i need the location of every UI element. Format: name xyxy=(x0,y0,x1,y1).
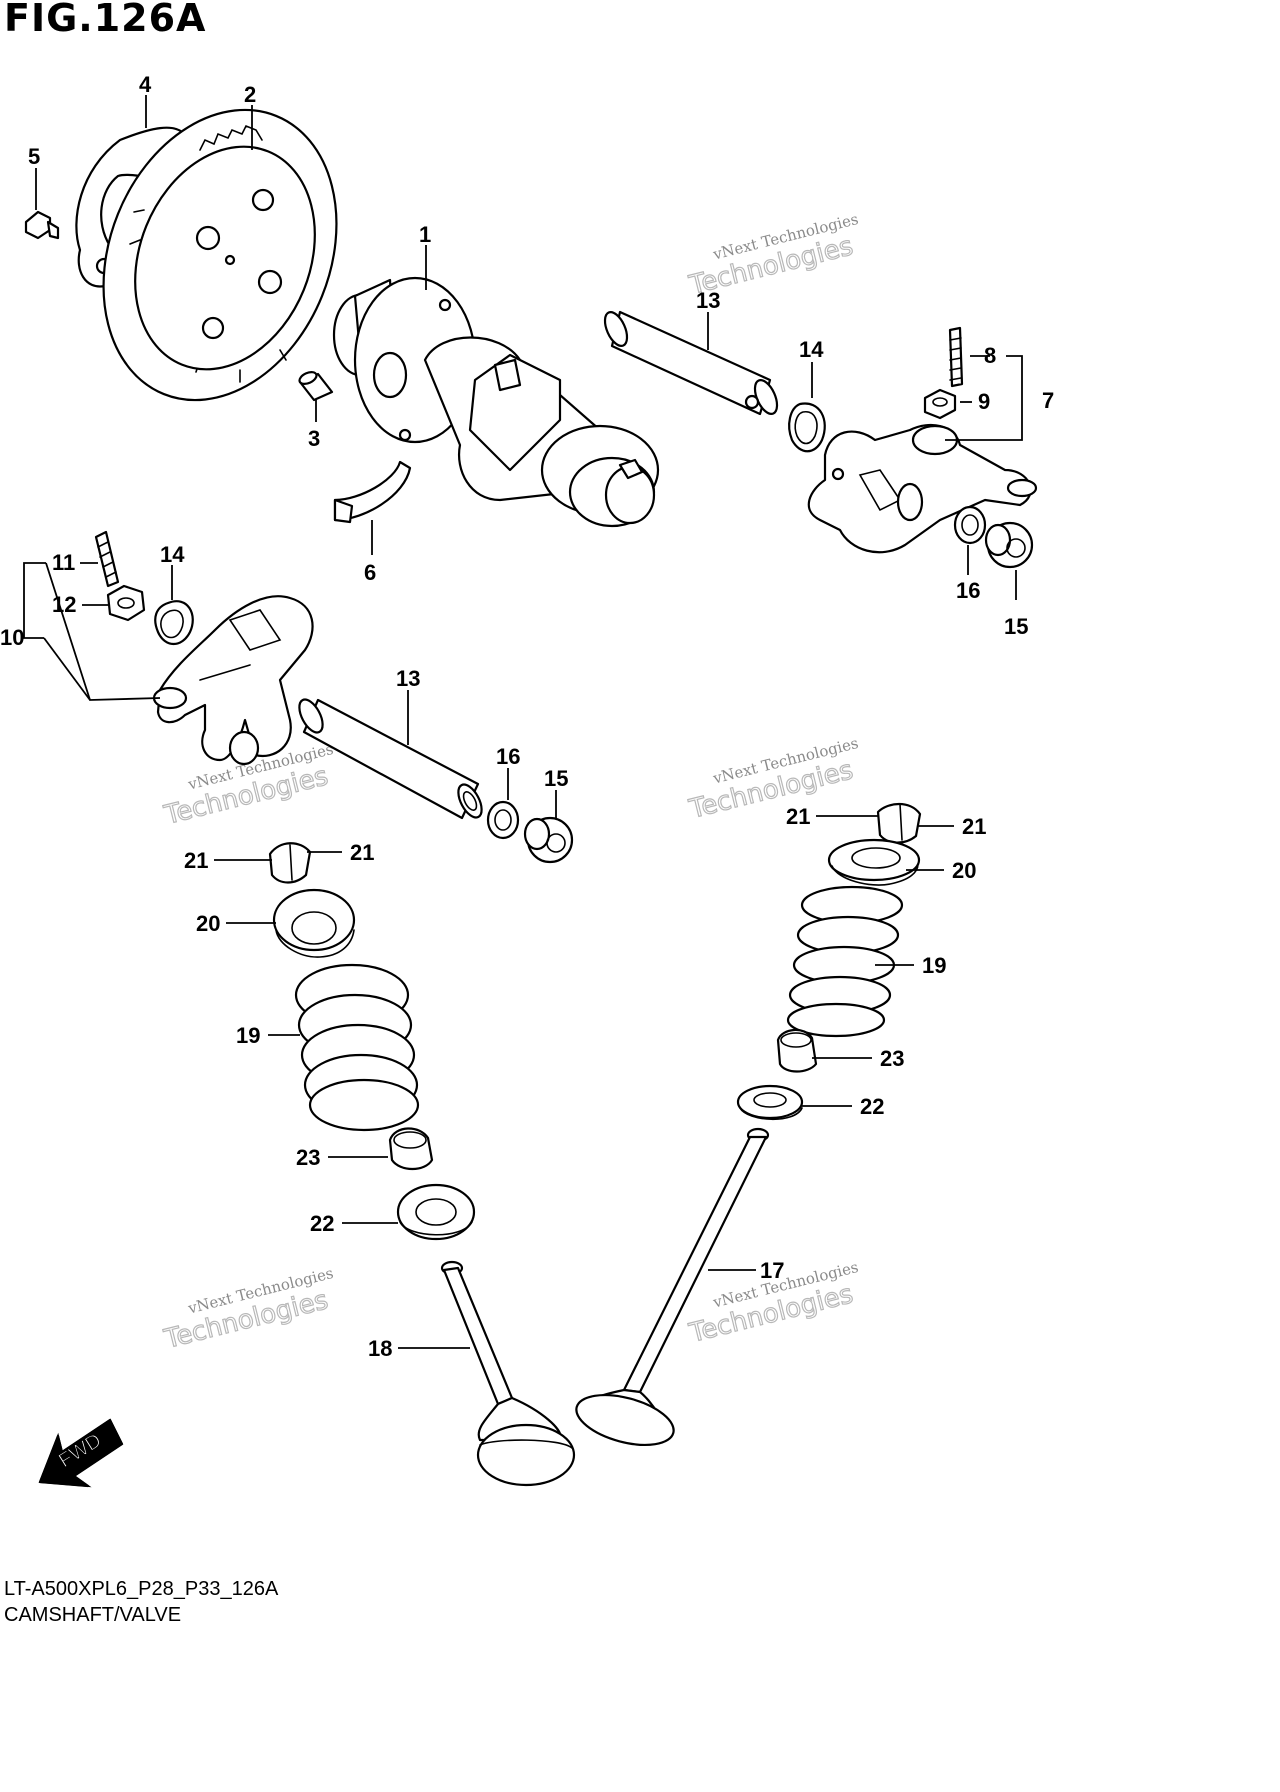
callout-3: 3 xyxy=(308,426,320,451)
part-cotter-21-right xyxy=(876,802,922,844)
callout-17: 17 xyxy=(760,1258,784,1283)
part-spring-seat-22-right xyxy=(736,1084,804,1120)
watermark-bottom-left: vNext Technologies Technologies xyxy=(160,1264,335,1356)
callout-20-right: 20 xyxy=(952,858,976,883)
callout-1: 1 xyxy=(419,222,431,247)
callout-19-right: 19 xyxy=(922,953,946,978)
callout-21-right-a: 21 xyxy=(786,804,810,829)
part-plug-bolt-15-upper xyxy=(984,521,1034,569)
callout-4: 4 xyxy=(139,72,152,97)
part-valve-spring-19-right xyxy=(786,885,904,1038)
callout-14-lower: 14 xyxy=(160,542,185,567)
part-valve-spring-19-left xyxy=(294,963,420,1132)
part-valve-18-exhaust xyxy=(440,1260,576,1487)
callout-15-lower: 15 xyxy=(544,766,568,791)
figure-title: FIG.126A xyxy=(4,0,207,40)
callout-8: 8 xyxy=(984,343,996,368)
callout-21-left-a: 21 xyxy=(184,848,208,873)
callout-16-upper: 16 xyxy=(956,578,980,603)
part-rocker-arm-7 xyxy=(807,423,1038,554)
part-valve-seal-23-right xyxy=(776,1028,818,1073)
callout-14-upper: 14 xyxy=(799,337,824,362)
callout-21-right-b: 21 xyxy=(962,814,986,839)
part-lock-nut-9 xyxy=(923,388,957,420)
part-washer-16-upper xyxy=(953,505,987,545)
callout-23-left: 23 xyxy=(296,1145,320,1170)
callout-15-upper: 15 xyxy=(1004,614,1028,639)
part-cotter-21-left xyxy=(268,842,312,884)
part-lock-nut-12 xyxy=(106,584,146,622)
callout-10: 10 xyxy=(0,625,24,650)
callout-11: 11 xyxy=(52,550,75,575)
part-valve-seal-23-left xyxy=(388,1127,434,1171)
callout-16-lower: 16 xyxy=(496,744,520,769)
part-o-ring-14-upper xyxy=(788,402,826,453)
part-spring-retainer-20-right xyxy=(827,838,921,886)
part-o-ring-14-lower xyxy=(154,600,194,646)
callout-22-right: 22 xyxy=(860,1094,884,1119)
part-plug-bolt-15-lower xyxy=(523,816,574,864)
part-rocker-arm-10 xyxy=(152,595,314,766)
callout-19-left: 19 xyxy=(236,1023,260,1048)
part-spring-retainer-20-left xyxy=(272,888,356,958)
part-washer-16-lower xyxy=(486,800,520,840)
callout-21-left-b: 21 xyxy=(350,840,374,865)
part-cam-sprocket-2 xyxy=(102,108,338,402)
callout-5: 5 xyxy=(28,144,40,169)
part-spring-seat-22-left xyxy=(396,1183,476,1241)
part-rocker-shaft-13-lower xyxy=(298,698,483,820)
callout-23-right: 23 xyxy=(880,1046,904,1071)
callout-9: 9 xyxy=(978,389,990,414)
diagram-code: LT-A500XPL6_P28_P33_126A xyxy=(4,1578,279,1600)
part-adjust-screw-11 xyxy=(94,530,120,588)
callout-6: 6 xyxy=(364,560,376,585)
part-adjust-screw-8 xyxy=(948,326,964,388)
diagram-caption: CAMSHAFT/VALVE xyxy=(4,1604,182,1626)
part-half-ring-6 xyxy=(333,460,412,524)
callout-22-left: 22 xyxy=(310,1211,334,1236)
part-dowel-pin-3 xyxy=(298,371,334,402)
callout-13-upper: 13 xyxy=(696,288,720,313)
part-camshaft-1 xyxy=(332,276,660,528)
leader-lines xyxy=(23,95,1023,1349)
callout-7: 7 xyxy=(1042,388,1054,413)
watermark-mid-right: vNext Technologies Technologies xyxy=(685,734,860,826)
callouts: 5 4 2 3 1 6 13 14 8 9 7 16 15 11 12 10 1… xyxy=(0,72,1054,1361)
callout-18: 18 xyxy=(368,1336,392,1361)
callout-20-left: 20 xyxy=(196,911,220,936)
part-valve-17-intake xyxy=(575,1127,770,1446)
callout-2: 2 xyxy=(244,82,256,107)
part-rocker-shaft-13-upper xyxy=(603,310,779,416)
part-bolt-5 xyxy=(24,210,60,240)
fwd-arrow-icon: FWD xyxy=(38,1418,124,1488)
callout-13-lower: 13 xyxy=(396,666,420,691)
callout-12: 12 xyxy=(52,592,76,617)
